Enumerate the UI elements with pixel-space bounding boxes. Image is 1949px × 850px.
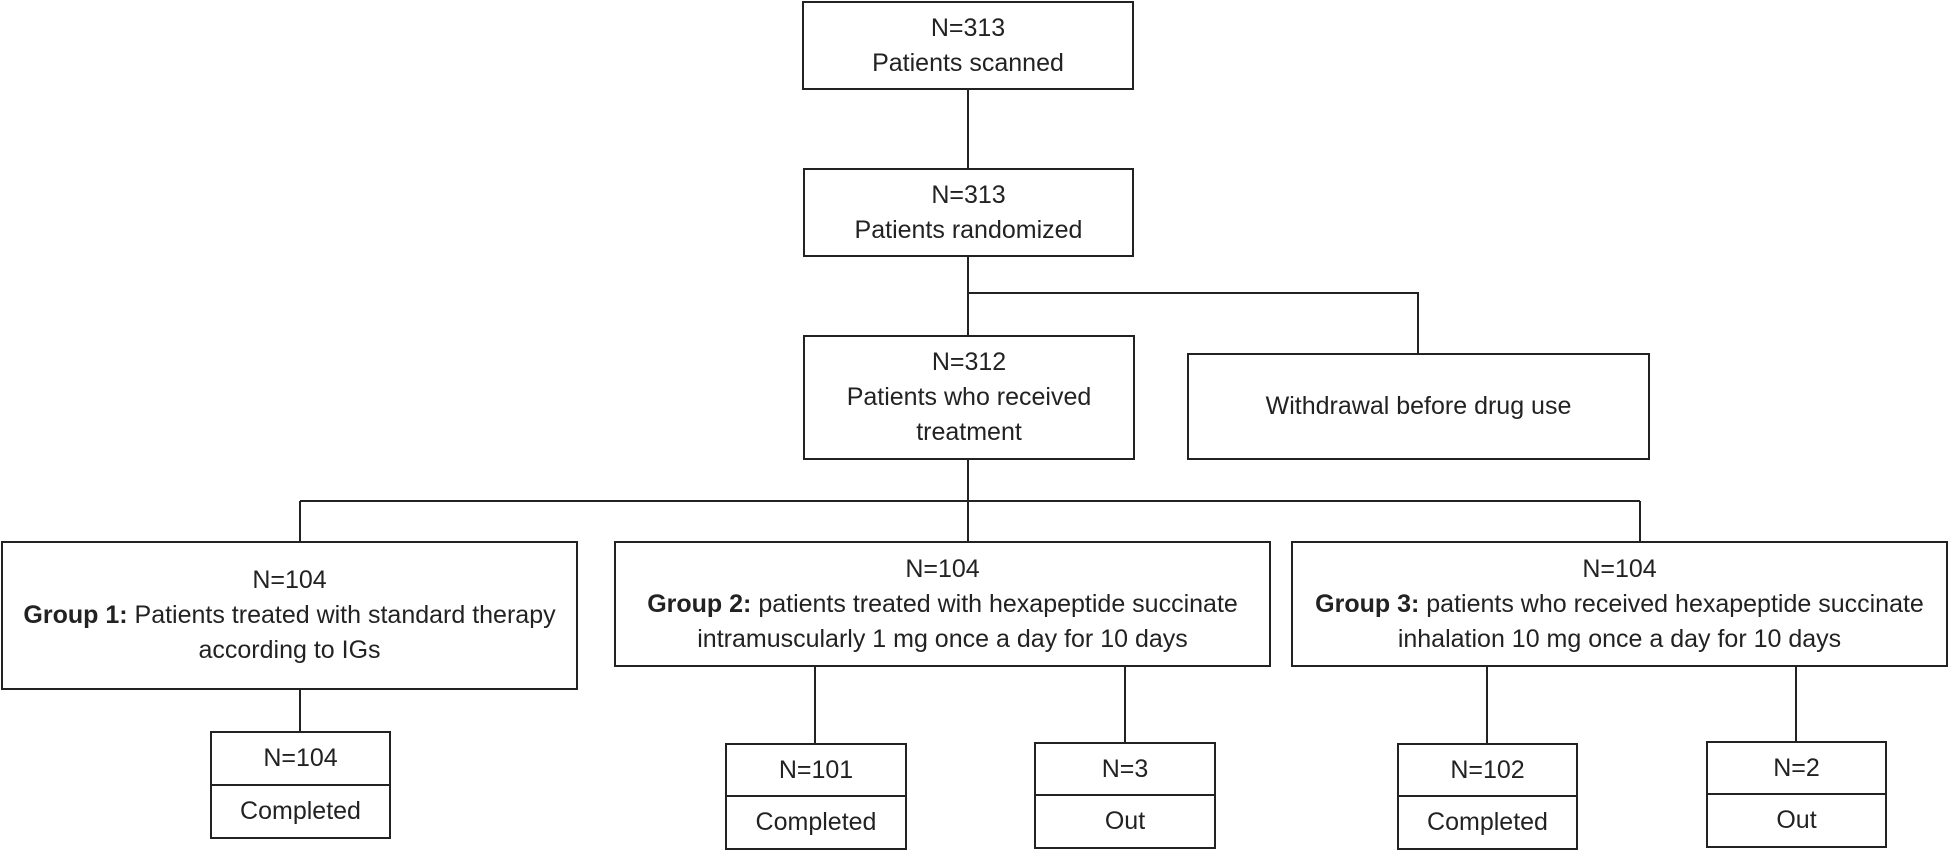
group2-name: Group 2: (647, 589, 752, 618)
group1-desc-line2: according to IGs (198, 636, 381, 664)
group3-name: Group 3: (1315, 589, 1420, 618)
group1-count: N=104 (252, 566, 327, 594)
box-group2-out: N=3 Out (1034, 742, 1216, 849)
group3-count: N=104 (1582, 554, 1657, 583)
group3-desc-line2: inhalation 10 mg once a day for 10 days (1397, 624, 1842, 653)
group3-desc-line1: patients who received hexapeptide succin… (1426, 589, 1924, 618)
withdrawal-label: Withdrawal before drug use (1265, 392, 1572, 420)
scanned-count: N=313 (930, 13, 1006, 42)
box-group3-completed: N=102 Completed (1397, 743, 1578, 850)
box-group3-out: N=2 Out (1706, 741, 1887, 848)
group2-completed-count: N=101 (727, 745, 905, 797)
box-group-3: N=104 Group 3: patients who received hex… (1291, 541, 1948, 667)
group2-out-count: N=3 (1036, 744, 1214, 796)
connector-randomized-withdrawal (968, 292, 1419, 353)
box-withdrawal: Withdrawal before drug use (1187, 353, 1650, 460)
treated-label-line1: Patients who received (846, 383, 1092, 411)
box-group-1: N=104 Group 1: Patients treated with sta… (1, 541, 578, 690)
group1-completed-label: Completed (240, 797, 361, 825)
box-patients-scanned: N=313 Patients scanned (802, 1, 1134, 90)
box-group1-completed: N=104 Completed (210, 731, 391, 839)
group2-desc-line1: patients treated with hexapeptide succin… (758, 589, 1238, 618)
treated-label-line2: treatment (916, 418, 1022, 446)
group2-desc-line2: intramuscularly 1 mg once a day for 10 d… (697, 624, 1188, 653)
box-patients-randomized: N=313 Patients randomized (803, 168, 1134, 257)
box-patients-treated: N=312 Patients who received treatment (803, 335, 1135, 460)
group1-desc-line1: Patients treated with standard therapy (134, 601, 556, 629)
group2-out-label: Out (1104, 807, 1146, 835)
group1-name: Group 1: (23, 601, 128, 629)
randomized-label: Patients randomized (854, 215, 1083, 244)
group2-completed-label: Completed (755, 808, 877, 836)
group3-out-label: Out (1776, 806, 1817, 834)
group3-completed-label: Completed (1427, 808, 1548, 836)
randomized-count: N=313 (931, 180, 1006, 209)
treated-count: N=312 (931, 348, 1007, 376)
scanned-label: Patients scanned (872, 48, 1064, 77)
group1-completed-count: N=104 (212, 733, 389, 786)
box-group2-completed: N=101 Completed (725, 743, 907, 850)
box-group-2: N=104 Group 2: patients treated with hex… (614, 541, 1271, 667)
group2-count: N=104 (905, 554, 980, 583)
group3-completed-count: N=102 (1399, 745, 1576, 797)
group3-out-count: N=2 (1708, 743, 1885, 795)
